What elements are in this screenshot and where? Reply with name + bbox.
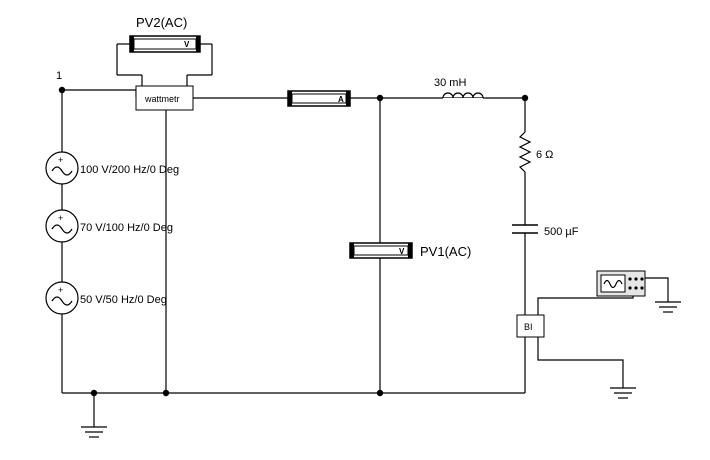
node-top-mid: [376, 94, 384, 102]
source-1-label: 100 V/200 Hz/0 Deg: [80, 164, 179, 176]
resistor[interactable]: 6 Ω: [518, 131, 553, 173]
voltmeter-pv2[interactable]: PV2(AC) V: [129, 15, 201, 53]
inductor[interactable]: 30 mH: [434, 77, 484, 100]
scope-terminal-icon: [628, 286, 632, 290]
wattmeter-body: [135, 85, 194, 111]
voltmeter-pv1[interactable]: V PV1(AC): [349, 242, 471, 259]
scope-terminal-icon: [640, 286, 644, 290]
ammeter-end-right: [346, 91, 350, 106]
oscilloscope[interactable]: [596, 270, 646, 297]
node-bottom-mid: [376, 389, 384, 397]
pv2-end-left: [130, 36, 134, 52]
ground-scope: [655, 301, 681, 313]
ac-source-icon: [45, 281, 79, 315]
pv1-unit: V: [399, 247, 405, 256]
node-1: [58, 86, 66, 94]
scope-terminal-icon: [634, 286, 638, 290]
inductor-coil-icon: [442, 92, 484, 99]
ground-left: [81, 426, 107, 438]
wire-scope-ground: [645, 277, 669, 302]
plus-icon: +: [58, 213, 63, 223]
inductor-label: 30 mH: [434, 77, 466, 89]
wire-bi-scope: [537, 294, 634, 315]
bi-block[interactable]: BI: [516, 314, 545, 338]
ac-source-icon: [45, 151, 79, 185]
ground-bi: [610, 387, 636, 399]
pv1-end-left: [350, 243, 354, 258]
resistor-zigzag-icon: [518, 131, 532, 173]
bi-label: BI: [524, 322, 533, 332]
sine-wave-icon: [51, 166, 73, 176]
ac-source-2[interactable]: + 70 V/100 Hz/0 Deg: [45, 209, 173, 243]
node-top-right: [521, 94, 529, 102]
sine-wave-icon: [51, 224, 73, 234]
wattmeter-label: wattmetr: [144, 94, 180, 104]
pv1-name: PV1(AC): [420, 244, 471, 259]
ammeter-end-left: [288, 91, 292, 106]
pv1-end-right: [408, 243, 412, 258]
ac-source-1[interactable]: + 100 V/200 Hz/0 Deg: [45, 151, 179, 185]
oscilloscope-screen: [600, 274, 626, 293]
pv2-name: PV2(AC): [136, 15, 187, 30]
resistor-label: 6 Ω: [536, 149, 553, 161]
scope-terminal-icon: [640, 277, 644, 281]
inductor-mask: [443, 98, 483, 100]
plus-icon: +: [58, 155, 63, 165]
wires: [61, 43, 669, 427]
ammeter[interactable]: A: [287, 90, 351, 107]
plus-icon: +: [58, 285, 63, 295]
node-bottom-wattmeter: [162, 389, 170, 397]
sine-wave-icon: [51, 296, 73, 306]
bi-body: [516, 314, 545, 338]
junction-nodes: [58, 86, 529, 397]
source-2-label: 70 V/100 Hz/0 Deg: [80, 222, 173, 234]
ac-source-3[interactable]: + 50 V/50 Hz/0 Deg: [45, 281, 167, 315]
wire-bi-ground: [537, 337, 624, 388]
wattmeter[interactable]: wattmetr: [135, 85, 194, 111]
pv2-unit: V: [184, 40, 190, 49]
ammeter-unit: A: [338, 95, 344, 104]
node-1-label: 1: [56, 70, 62, 82]
scope-terminal-icon: [628, 277, 632, 281]
pv2-end-right: [196, 36, 200, 52]
capacitor[interactable]: 500 µF: [512, 224, 579, 238]
source-3-label: 50 V/50 Hz/0 Deg: [80, 294, 167, 306]
scope-terminal-icon: [634, 277, 638, 281]
oscilloscope-wave-icon: [603, 279, 623, 289]
ac-source-icon: [45, 209, 79, 243]
node-bottom-ground: [90, 389, 98, 397]
capacitor-label: 500 µF: [544, 226, 579, 238]
